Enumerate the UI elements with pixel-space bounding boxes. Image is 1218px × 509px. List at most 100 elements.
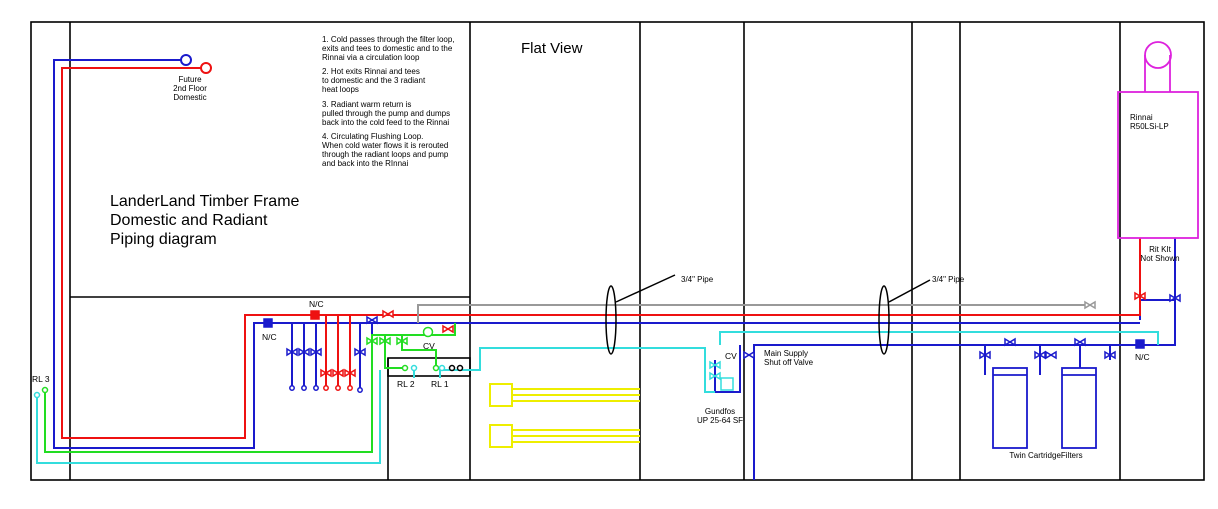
loop-end-icon [456,364,464,372]
loop-end-icon [448,364,456,372]
main-supply-label: Shut off Valve [764,358,814,367]
note-line: Rinnai via a circulation loop [322,53,420,62]
loop-ends [33,364,464,399]
note-line: to domestic and the 3 radiant [322,76,426,85]
note-line: pulled through the pump and dumps [322,109,450,118]
valve-icon [320,291,1146,378]
loop-end-icon [357,387,363,393]
title-line: LanderLand Timber Frame [110,193,300,210]
flush-pipe [719,331,1159,345]
hot-pipes [61,67,1141,439]
loop-end-icon [33,391,41,399]
nc-label: N/C [262,332,277,342]
valves [263,291,1181,391]
cold-branch [984,345,1111,375]
filters-label: Twin CartridgeFilters [1009,451,1082,460]
pipe-bundle-icon [878,285,890,355]
valve-icon [709,371,721,381]
rl-label: RL 3 [32,374,50,384]
hot-pipe-main [61,67,470,439]
future-hot-cap-icon [200,62,212,74]
flush-pipes [36,331,1159,464]
nc-label: N/C [309,299,324,309]
pipe-indicators [605,274,931,355]
valve-icon [286,293,1181,360]
rinnai-body [1117,91,1199,239]
valve-icon [1084,300,1096,310]
loop-end-icon [289,385,295,391]
hot-pipe-rinnai [470,238,1141,316]
loop-end-icon [438,364,446,372]
cold-pipe-supply [753,300,1176,480]
pump-icon [720,377,734,391]
title-line: Domestic and Radiant [110,212,268,229]
nc-valve-icon [263,318,273,328]
nc-valve-icon [1135,339,1145,349]
note-line: 3. Radiant warm return is [322,100,411,109]
future-cold-cap-icon [180,54,192,66]
pipe-size-label: 3/4" Pipe [681,275,714,284]
main-supply-label: Main Supply [764,349,808,358]
note-line: When cold water flows it is rerouted [322,141,448,150]
loop-end-icon [432,364,440,372]
frame [30,21,1205,481]
loop-end-icon [335,385,341,391]
pipe-bundle-icon [605,285,617,355]
loop-lines [512,388,640,402]
rinnai-flue [1144,41,1172,69]
check-valve-icon [422,326,434,338]
pump-label: Gundfos [705,407,735,416]
valve-icon [709,360,721,370]
flush-pipe [704,360,715,393]
filter-icon [992,367,1028,449]
cv-label: CV [725,351,737,361]
cold-branch [291,323,317,388]
flush-pipe [36,370,381,464]
cold-branch [359,323,373,390]
rinnai-label: Rinnai [1130,113,1153,122]
rl-label: RL 2 [397,379,415,389]
note-line: 4. Circulating Flushing Loop. [322,132,423,141]
rl-label: RL 1 [431,379,449,389]
loop-end-icon [410,364,418,372]
loop-lines [512,429,640,443]
loop-end-icon [41,386,49,394]
hot-branch [325,315,351,388]
note-line: exits and tees to domestic and to the [322,44,453,53]
loop-end-icon [301,385,307,391]
loop-end-icon [313,385,319,391]
filters [992,367,1097,449]
pump-label: UP 25-64 SF [697,416,743,425]
filter-icon [1061,367,1097,449]
note-line: heat loops [322,85,359,94]
outer-border [30,21,1205,481]
nc-label: N/C [1135,352,1150,362]
note-line: back into the cold feed to the Rinnai [322,118,449,127]
flush-pipe [413,347,706,378]
note-line: 1. Cold passes through the filter loop, [322,35,455,44]
loop-end-icon [401,364,409,372]
note-line: through the radiant loops and pump [322,150,449,159]
radiant-loop-2 [384,335,405,369]
note-line: and back into the RInnai [322,159,409,168]
radiant-loop-3 [44,323,456,453]
loop-end-icon [347,385,353,391]
loop-icon [489,383,513,407]
future-label: Domestic [173,93,206,102]
loop-icon [489,424,513,448]
notes: 1. Cold passes through the filter loop, … [322,35,455,168]
future-label: Future [178,75,202,84]
title-line: Piping diagram [110,231,217,248]
note-line: 2. Hot exits Rinnai and tees [322,67,420,76]
yellow-loops [489,383,640,448]
radiant-loop-1 [401,335,437,368]
cv-label: CV [423,341,435,351]
rit-kit-label: Rit KIt [1149,245,1172,254]
radiant-return-pipes [44,323,456,453]
flat-view-label: Flat View [521,40,583,57]
pipe-size-label: 3/4" Pipe [932,275,965,284]
cold-pipe-main [53,59,470,449]
valve-icon [366,336,408,346]
